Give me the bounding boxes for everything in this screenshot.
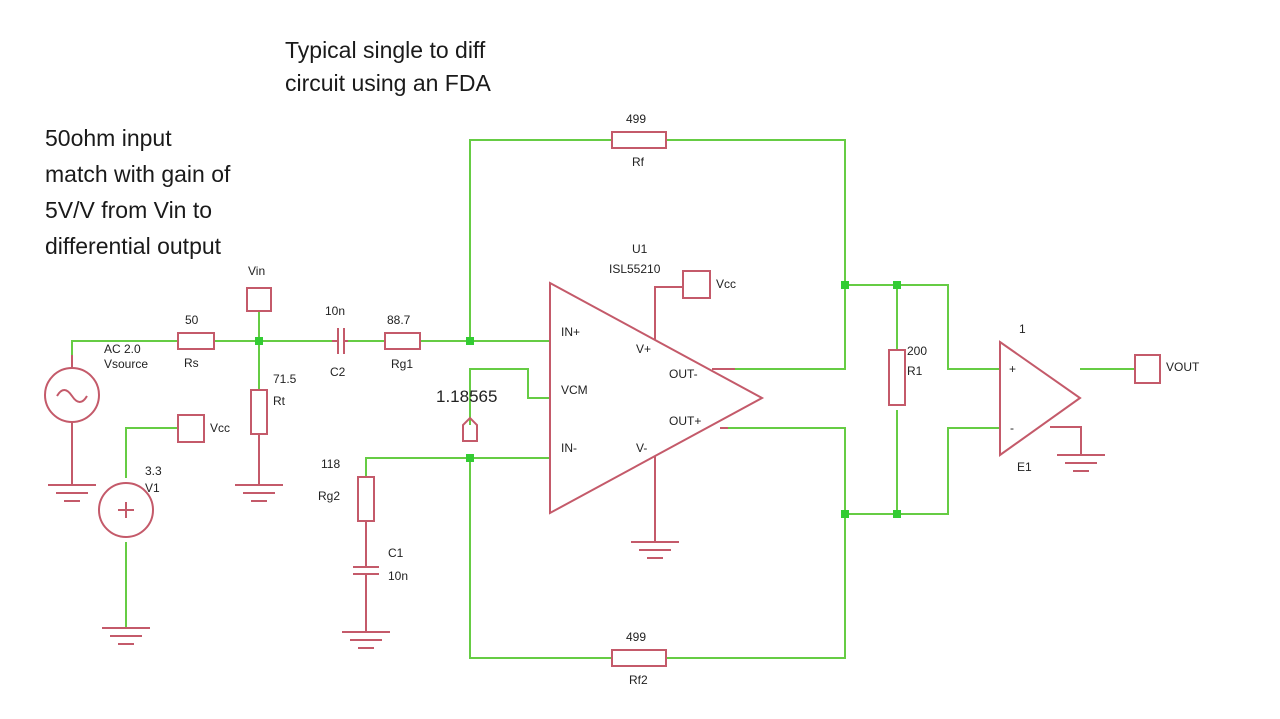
vout-label: VOUT — [1166, 360, 1200, 374]
c1-capacitor — [342, 521, 390, 649]
node-r1-bottom — [893, 510, 901, 518]
rf-resistor — [611, 131, 667, 149]
pin-out-minus: OUT- — [669, 367, 698, 381]
v1-vcc-port — [177, 414, 205, 443]
description-line-2: match with gain of — [45, 161, 231, 187]
u1-name: U1 — [632, 242, 648, 256]
vcm-probe — [462, 416, 478, 442]
vsource-symbol — [44, 355, 100, 502]
wire-outplus — [720, 427, 846, 514]
junction-nodes — [255, 281, 901, 518]
rt-ground — [235, 434, 283, 502]
wire-rf-left — [469, 139, 612, 341]
wire-outminus — [735, 285, 846, 370]
pin-v-minus: V- — [636, 441, 647, 455]
u1-vcc-port — [682, 270, 711, 299]
pin-e-minus: - — [1010, 421, 1014, 435]
wire-v1-vcc — [125, 427, 178, 478]
pin-out-plus: OUT+ — [669, 414, 701, 428]
rs-value: 50 — [185, 313, 199, 327]
wire-rf-right — [666, 139, 846, 285]
rg1-resistor — [384, 332, 421, 350]
v1-value: 3.3 — [145, 464, 162, 478]
pin-v-plus: V+ — [636, 342, 651, 356]
fda-u1-symbol — [549, 281, 765, 559]
rg2-value: 118 — [321, 457, 340, 471]
v1-symbol — [98, 482, 154, 645]
c2-capacitor — [332, 328, 348, 354]
vout-port — [1134, 354, 1161, 384]
rg1-value: 88.7 — [387, 313, 411, 327]
wire-vcm — [469, 368, 550, 425]
r1-value: 200 — [907, 344, 927, 358]
description-line-1: 50ohm input — [45, 125, 172, 151]
rf2-name: Rf2 — [629, 673, 648, 687]
vsource-value: AC 2.0 — [104, 342, 141, 356]
r1-resistor — [888, 349, 906, 406]
u1-vcc-label: Vcc — [716, 277, 736, 291]
e1-gain: 1 — [1019, 322, 1026, 336]
vcm-level: 1.18565 — [436, 387, 497, 406]
description-line-4: differential output — [45, 233, 222, 259]
pin-e-plus: + — [1009, 362, 1016, 376]
node-vin — [255, 337, 263, 345]
node-outplus — [841, 510, 849, 518]
r1-name: R1 — [907, 364, 923, 378]
rg1-name: Rg1 — [391, 357, 413, 371]
c1-value: 10n — [388, 569, 408, 583]
rg2-name: Rg2 — [318, 489, 340, 503]
rf2-resistor — [611, 649, 667, 667]
wire-inminus — [365, 457, 550, 477]
u1-ground — [631, 456, 679, 559]
rt-resistor — [250, 389, 268, 435]
u1-part: ISL55210 — [609, 262, 661, 276]
v1-name: V1 — [145, 481, 160, 495]
rs-name: Rs — [184, 356, 199, 370]
vin-port — [246, 287, 272, 312]
rt-name: Rt — [273, 394, 286, 408]
vin-label: Vin — [248, 264, 265, 278]
rf-name: Rf — [632, 155, 645, 169]
vsource-name: Vsource — [104, 357, 148, 371]
title-note: Typical single to diff circuit using an … — [285, 34, 491, 100]
pin-in-minus: IN- — [561, 441, 577, 455]
wire-e1-minus — [845, 427, 1000, 515]
title-line-1: Typical single to diff — [285, 37, 486, 63]
c2-name: C2 — [330, 365, 346, 379]
pin-vcm: VCM — [561, 383, 588, 397]
wire-vsource-rs — [71, 340, 178, 355]
rs-resistor — [177, 332, 215, 350]
node-outminus — [841, 281, 849, 289]
rf-value: 499 — [626, 112, 646, 126]
rf2-value: 499 — [626, 630, 646, 644]
u1-output-leads — [712, 368, 735, 429]
wires — [71, 139, 1135, 659]
description-line-3: 5V/V from Vin to — [45, 197, 213, 223]
node-inminus — [466, 454, 474, 462]
node-inplus — [466, 337, 474, 345]
rt-value: 71.5 — [273, 372, 297, 386]
e1-symbol — [999, 340, 1105, 472]
e1-name: E1 — [1017, 460, 1032, 474]
title-line-2: circuit using an FDA — [285, 70, 491, 96]
v1-vcc-label: Vcc — [210, 421, 230, 435]
wire-rf2-left — [469, 458, 612, 659]
c2-value: 10n — [325, 304, 345, 318]
c1-name: C1 — [388, 546, 404, 560]
node-r1-top — [893, 281, 901, 289]
rg2-resistor — [357, 476, 375, 522]
u1-vplus-lead — [654, 286, 683, 340]
e1-ground — [1050, 426, 1105, 472]
pin-in-plus: IN+ — [561, 325, 580, 339]
v1-ground — [102, 627, 150, 645]
wire-rf2-right — [666, 514, 846, 659]
description-note: 50ohm input match with gain of 5V/V from… — [45, 120, 230, 264]
